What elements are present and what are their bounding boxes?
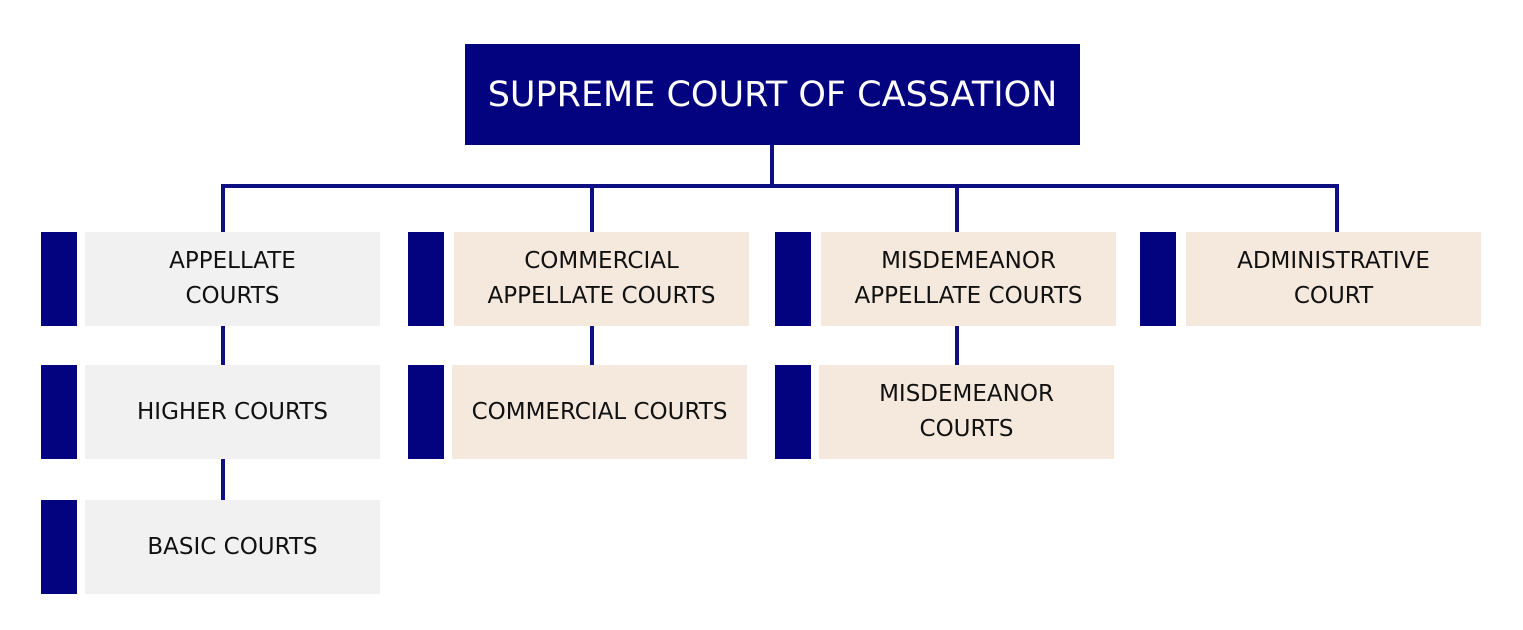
branch-line-appellate: [221, 184, 225, 232]
appellate-courts-label: APPELLATE COURTS: [169, 248, 296, 309]
root-connector-line: [770, 145, 774, 186]
link-line-higher-basic: [221, 459, 225, 500]
higher-courts-accent-bar: [41, 365, 77, 459]
basic-courts-box: BASIC COURTS: [85, 500, 380, 594]
commercial-courts-box: COMMERCIAL COURTS: [452, 365, 747, 459]
branch-line-misdemeanor: [955, 184, 959, 232]
misdemeanor-appellate-courts-accent-bar: [775, 232, 811, 326]
link-line-commercial-appellate-commercial: [590, 325, 594, 365]
link-line-appellate-higher: [221, 325, 225, 365]
commercial-appellate-courts-accent-bar: [408, 232, 444, 326]
branch-line-administrative: [1335, 184, 1339, 232]
misdemeanor-appellate-courts-box: MISDEMEANOR APPELLATE COURTS: [821, 232, 1116, 326]
link-line-misdemeanor-appellate-misdemeanor: [955, 325, 959, 365]
administrative-court-label: ADMINISTRATIVE COURT: [1237, 248, 1430, 309]
horizontal-bus-line: [221, 184, 1339, 188]
commercial-courts-label: COMMERCIAL COURTS: [471, 398, 728, 425]
higher-courts-label: HIGHER COURTS: [137, 398, 328, 425]
appellate-courts-accent-bar: [41, 232, 77, 326]
branch-line-commercial: [590, 184, 594, 232]
basic-courts-accent-bar: [41, 500, 77, 594]
commercial-courts-accent-bar: [408, 365, 444, 459]
higher-courts-box: HIGHER COURTS: [85, 365, 380, 459]
administrative-court-box: ADMINISTRATIVE COURT: [1186, 232, 1481, 326]
misdemeanor-courts-accent-bar: [775, 365, 811, 459]
basic-courts-label: BASIC COURTS: [147, 533, 318, 560]
administrative-court-accent-bar: [1140, 232, 1176, 326]
supreme-court-label: SUPREME COURT OF CASSATION: [487, 74, 1058, 115]
commercial-appellate-courts-box: COMMERCIAL APPELLATE COURTS: [454, 232, 749, 326]
misdemeanor-courts-box: MISDEMEANOR COURTS: [819, 365, 1114, 459]
supreme-court-box: SUPREME COURT OF CASSATION: [465, 44, 1080, 145]
misdemeanor-appellate-courts-label: MISDEMEANOR APPELLATE COURTS: [854, 248, 1083, 309]
appellate-courts-box: APPELLATE COURTS: [85, 232, 380, 326]
misdemeanor-courts-label: MISDEMEANOR COURTS: [879, 381, 1054, 442]
commercial-appellate-courts-label: COMMERCIAL APPELLATE COURTS: [487, 248, 716, 309]
